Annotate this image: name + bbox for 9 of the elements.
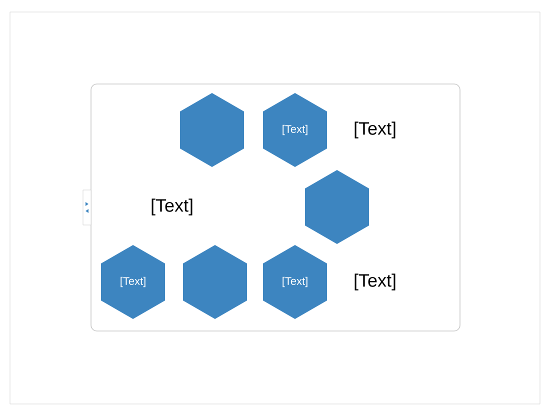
hexagon: [Text] xyxy=(100,245,166,319)
hexagon xyxy=(180,93,244,167)
text-label: [Text] xyxy=(354,122,396,138)
hexagon: [Text] xyxy=(262,245,328,319)
hexagon xyxy=(304,170,370,244)
text-label: [Text] xyxy=(152,198,192,216)
text-label: [Text] xyxy=(354,274,396,290)
hexagon xyxy=(182,245,248,319)
hexagon: [Text] xyxy=(262,93,328,167)
